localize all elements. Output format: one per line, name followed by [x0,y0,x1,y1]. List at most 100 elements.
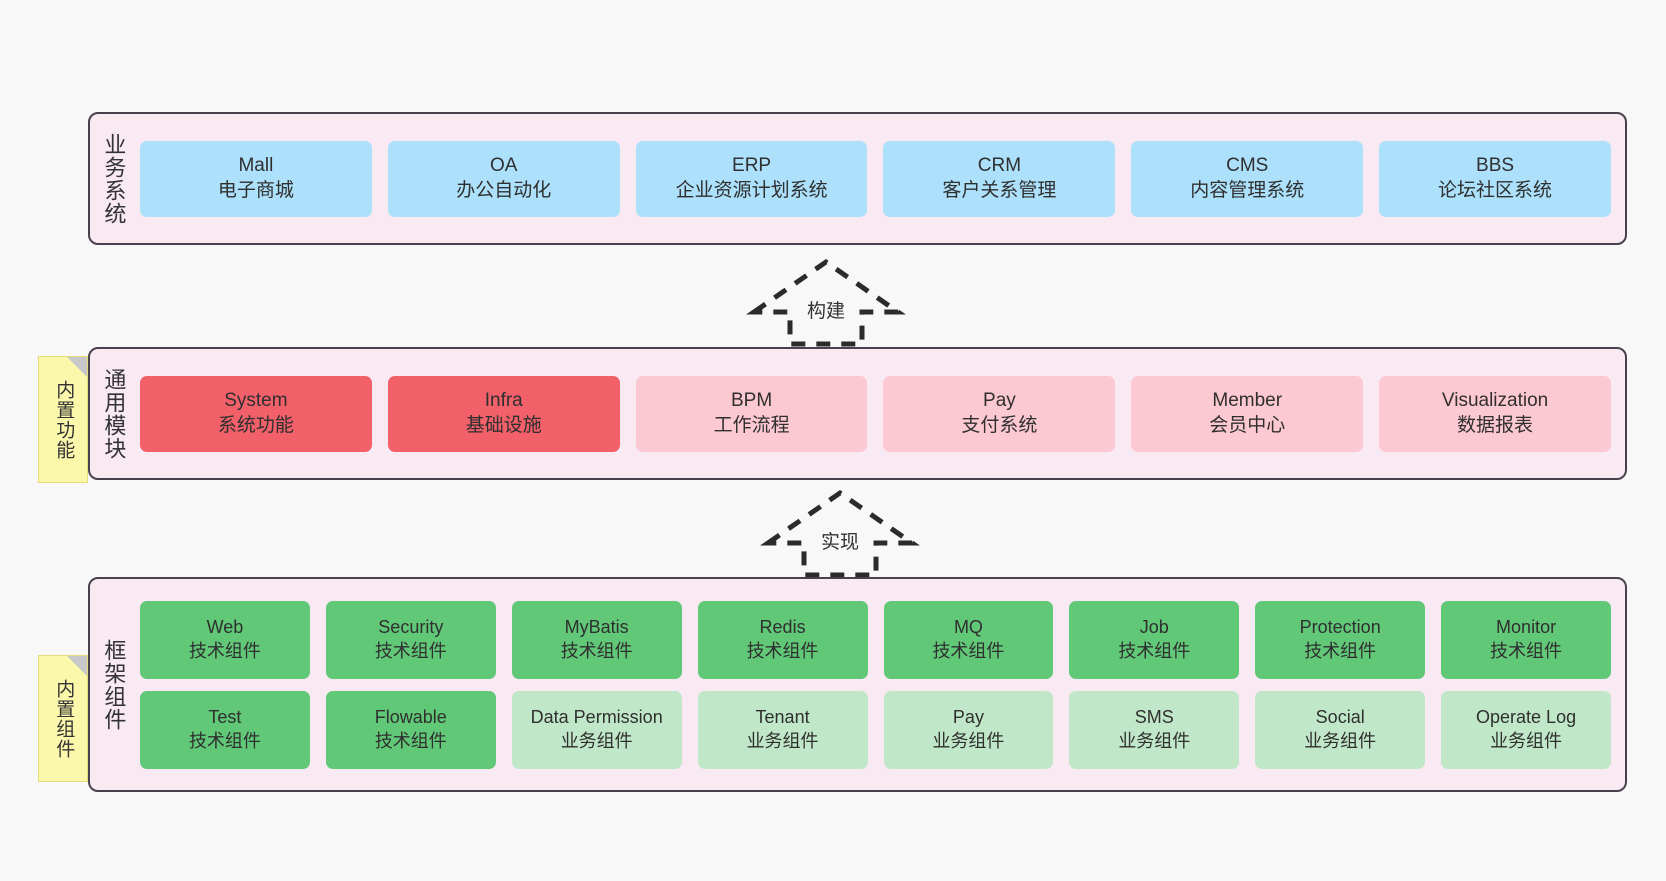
card-pay-component-name: Pay [952,707,984,728]
card-visualization-desc: 数据报表 [1457,414,1534,436]
card-mall[interactable]: Mall 电子商城 [140,140,372,217]
card-member-desc: 会员中心 [1209,414,1286,436]
card-bbs[interactable]: BBS 论坛社区系统 [1379,140,1611,217]
card-oa[interactable]: OA 办公自动化 [387,140,620,217]
card-social-name: Social [1315,707,1365,728]
card-visualization-name: Visualization [1441,389,1549,411]
card-tenant[interactable]: Tenant 业务组件 [697,690,868,769]
card-pay-module-name: Pay [983,389,1016,411]
layer-common-modules: 通用模块 System 系统功能 Infra 基础设施 BPM 工作流程 Pay… [88,347,1627,480]
note-builtin-functions: 内置功能 [38,356,88,483]
card-crm-name: CRM [977,154,1022,176]
card-oa-desc: 办公自动化 [456,179,552,201]
card-monitor-desc: 技术组件 [1490,640,1563,661]
card-job[interactable]: Job 技术组件 [1069,600,1240,679]
card-pay-component-desc: 业务组件 [932,730,1005,751]
card-job-name: Job [1139,617,1169,638]
layer-framework-components-title: 框架组件 [101,638,127,731]
business-systems-row: Mall 电子商城 OA 办公自动化 ERP 企业资源计划系统 CRM 客户关系… [140,140,1611,217]
card-pay-component[interactable]: Pay 业务组件 [883,690,1054,769]
card-web-desc: 技术组件 [188,640,261,661]
card-flowable-name: Flowable [374,707,447,728]
card-cms[interactable]: CMS 内容管理系统 [1131,140,1364,217]
card-tenant-desc: 业务组件 [746,730,819,751]
card-pay-module-desc: 支付系统 [961,414,1038,436]
card-infra[interactable]: Infra 基础设施 [387,375,620,452]
card-test[interactable]: Test 技术组件 [140,690,310,769]
card-flowable[interactable]: Flowable 技术组件 [325,690,496,769]
card-operate-log-desc: 业务组件 [1490,730,1563,751]
card-data-permission-desc: 业务组件 [560,730,633,751]
layer-framework-components: 框架组件 Web 技术组件 Security 技术组件 MyBatis 技术组件… [88,577,1627,792]
card-sms-desc: 业务组件 [1118,730,1191,751]
card-mybatis-desc: 技术组件 [560,640,633,661]
layer-common-modules-title: 通用模块 [101,367,127,460]
card-member-name: Member [1212,389,1283,411]
card-operate-log[interactable]: Operate Log 业务组件 [1441,690,1611,769]
card-system[interactable]: System 系统功能 [140,375,372,452]
card-web[interactable]: Web 技术组件 [140,600,310,679]
card-mq-name: MQ [953,617,983,638]
card-cms-desc: 内容管理系统 [1190,179,1305,201]
card-erp[interactable]: ERP 企业资源计划系统 [635,140,868,217]
framework-tech-components-row: Web 技术组件 Security 技术组件 MyBatis 技术组件 Redi… [140,600,1611,679]
card-erp-desc: 企业资源计划系统 [675,179,828,201]
card-mybatis-name: MyBatis [564,617,629,638]
card-oa-name: OA [490,154,518,176]
card-mall-desc: 电子商城 [217,179,294,201]
card-bpm-desc: 工作流程 [713,414,790,436]
card-social-desc: 业务组件 [1304,730,1377,751]
common-modules-row: System 系统功能 Infra 基础设施 BPM 工作流程 Pay 支付系统… [140,375,1611,452]
card-monitor-name: Monitor [1496,617,1557,638]
card-cms-name: CMS [1226,154,1269,176]
card-protection[interactable]: Protection 技术组件 [1255,600,1426,679]
card-bbs-name: BBS [1476,154,1515,176]
card-sms-name: SMS [1134,707,1174,728]
card-web-name: Web [206,617,244,638]
card-sms[interactable]: SMS 业务组件 [1069,690,1240,769]
arrow-build: 构建 [746,256,906,348]
card-protection-desc: 技术组件 [1304,640,1377,661]
card-monitor[interactable]: Monitor 技术组件 [1441,600,1611,679]
card-redis[interactable]: Redis 技术组件 [697,600,868,679]
card-protection-name: Protection [1299,617,1381,638]
card-bpm[interactable]: BPM 工作流程 [635,375,868,452]
card-system-name: System [224,389,288,411]
card-data-permission[interactable]: Data Permission 业务组件 [511,690,682,769]
card-erp-name: ERP [732,154,772,176]
card-infra-name: Infra [484,389,523,411]
card-security-desc: 技术组件 [374,640,447,661]
card-pay-module[interactable]: Pay 支付系统 [883,375,1116,452]
card-redis-desc: 技术组件 [746,640,819,661]
card-mall-name: Mall [238,154,274,176]
card-redis-name: Redis [759,617,806,638]
layer-business-systems-body: Mall 电子商城 OA 办公自动化 ERP 企业资源计划系统 CRM 客户关系… [136,114,1625,243]
card-bpm-name: BPM [730,389,773,411]
card-mybatis[interactable]: MyBatis 技术组件 [511,600,682,679]
card-data-permission-name: Data Permission [530,707,663,728]
card-operate-log-name: Operate Log [1476,707,1577,728]
card-member[interactable]: Member 会员中心 [1131,375,1364,452]
card-job-desc: 技术组件 [1118,640,1191,661]
card-test-name: Test [208,707,242,728]
layer-common-modules-body: System 系统功能 Infra 基础设施 BPM 工作流程 Pay 支付系统… [136,349,1625,478]
card-mq-desc: 技术组件 [932,640,1005,661]
arrow-realize: 实现 [760,487,920,579]
card-bbs-desc: 论坛社区系统 [1438,179,1553,201]
card-tenant-name: Tenant [755,707,810,728]
card-system-desc: 系统功能 [217,414,294,436]
card-security[interactable]: Security 技术组件 [325,600,496,679]
card-social[interactable]: Social 业务组件 [1255,690,1426,769]
card-crm-desc: 客户关系管理 [942,179,1057,201]
card-test-desc: 技术组件 [188,730,261,751]
card-flowable-desc: 技术组件 [374,730,447,751]
card-crm[interactable]: CRM 客户关系管理 [883,140,1116,217]
arrow-realize-label: 实现 [820,532,859,553]
card-visualization[interactable]: Visualization 数据报表 [1379,375,1611,452]
card-infra-desc: 基础设施 [465,414,542,436]
framework-business-components-row: Test 技术组件 Flowable 技术组件 Data Permission … [140,690,1611,769]
card-mq[interactable]: MQ 技术组件 [883,600,1054,679]
note-builtin-components: 内置组件 [38,655,88,782]
layer-framework-components-body: Web 技术组件 Security 技术组件 MyBatis 技术组件 Redi… [136,579,1625,790]
